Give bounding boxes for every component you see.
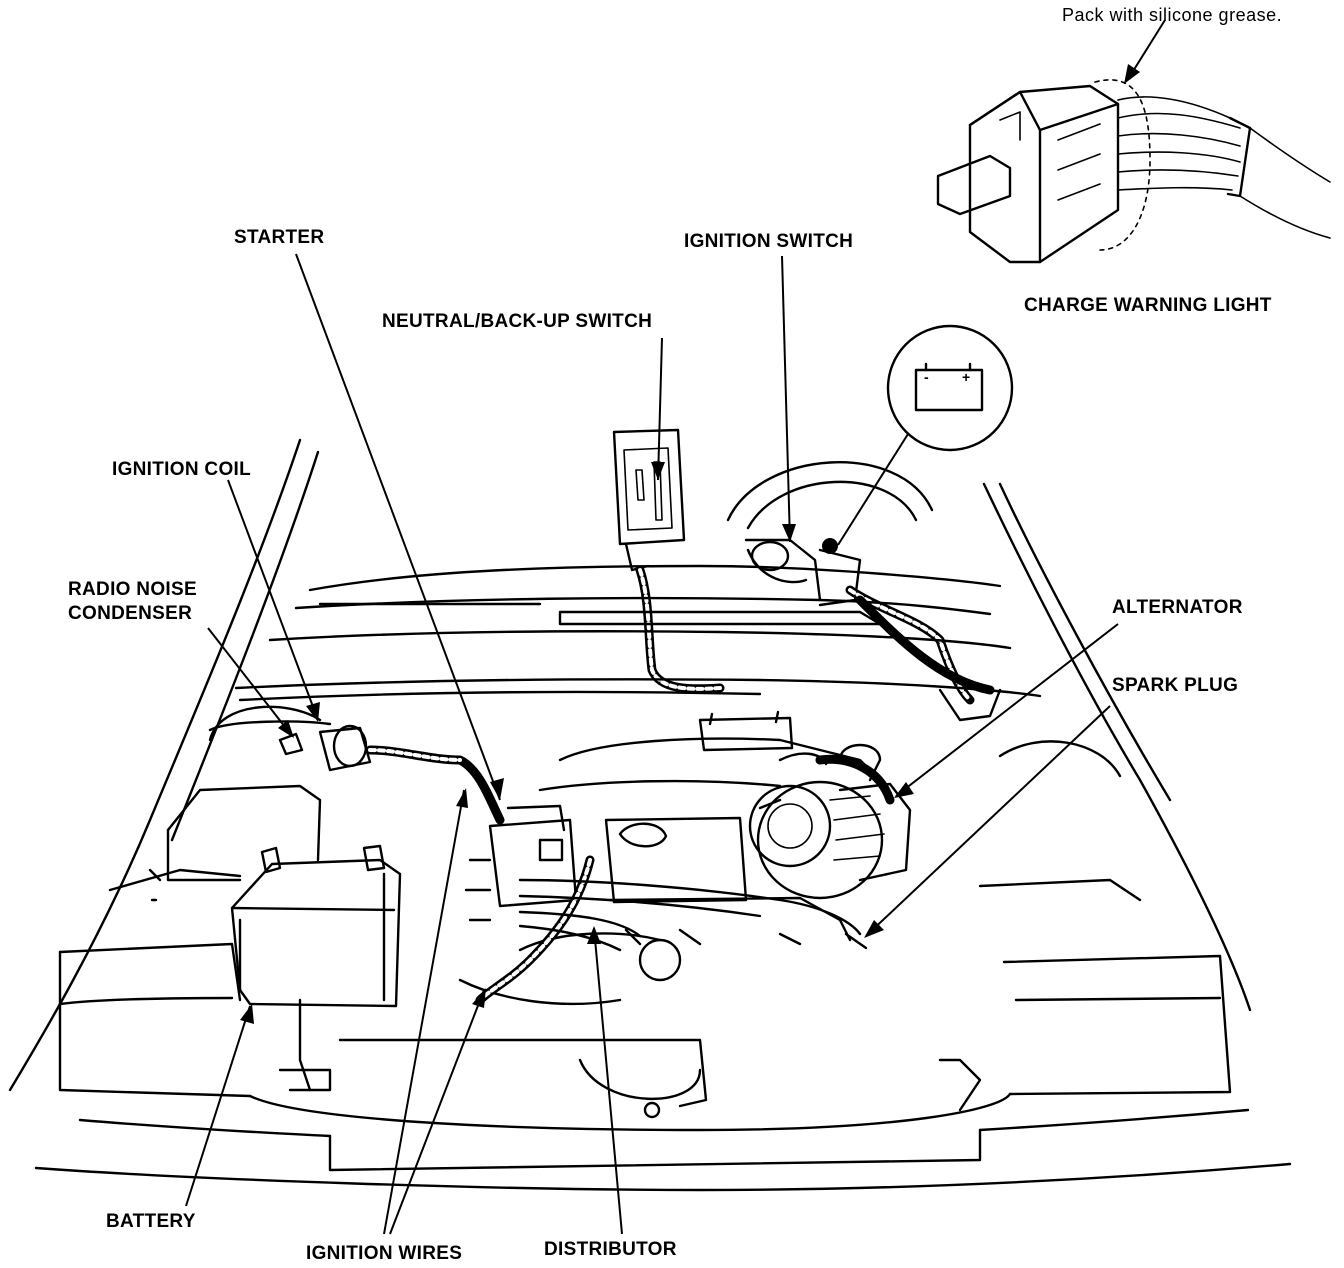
label-starter: STARTER [234,227,325,248]
distributor [464,804,868,1005]
battery [148,784,402,1008]
label-battery: BATTERY [106,1211,196,1232]
battery-minus-icon: - [924,369,929,385]
label-ignition-wires: IGNITION WIRES [306,1243,463,1264]
label-radio-noise-line2: CONDENSER [68,603,193,624]
label-charge-warning-light: CHARGE WARNING LIGHT [1024,295,1272,316]
alternator [748,754,912,900]
engine-block [458,710,882,1006]
label-alternator: ALTERNATOR [1112,597,1243,618]
label-ignition-switch: IGNITION SWITCH [684,231,854,252]
label-ignition-coil: IGNITION COIL [112,459,252,480]
label-neutral-backup-switch: NEUTRAL/BACK-UP SWITCH [382,311,653,332]
connector-inset [936,19,1331,264]
battery-plus-icon: + [962,369,971,385]
label-distributor: DISTRIBUTOR [544,1239,677,1260]
car-body [8,438,1292,1192]
charge-warning-light-symbol [837,324,1014,546]
neutral-backup-switch [612,428,725,694]
leader-lines [185,253,1119,1235]
label-radio-noise-line1: RADIO NOISE [68,579,197,600]
label-spark-plug: SPARK PLUG [1112,675,1239,696]
pack-grease-note: Pack with silicone grease. [1062,5,1283,25]
steering-column [726,461,1002,722]
ignition-coil [208,720,505,825]
